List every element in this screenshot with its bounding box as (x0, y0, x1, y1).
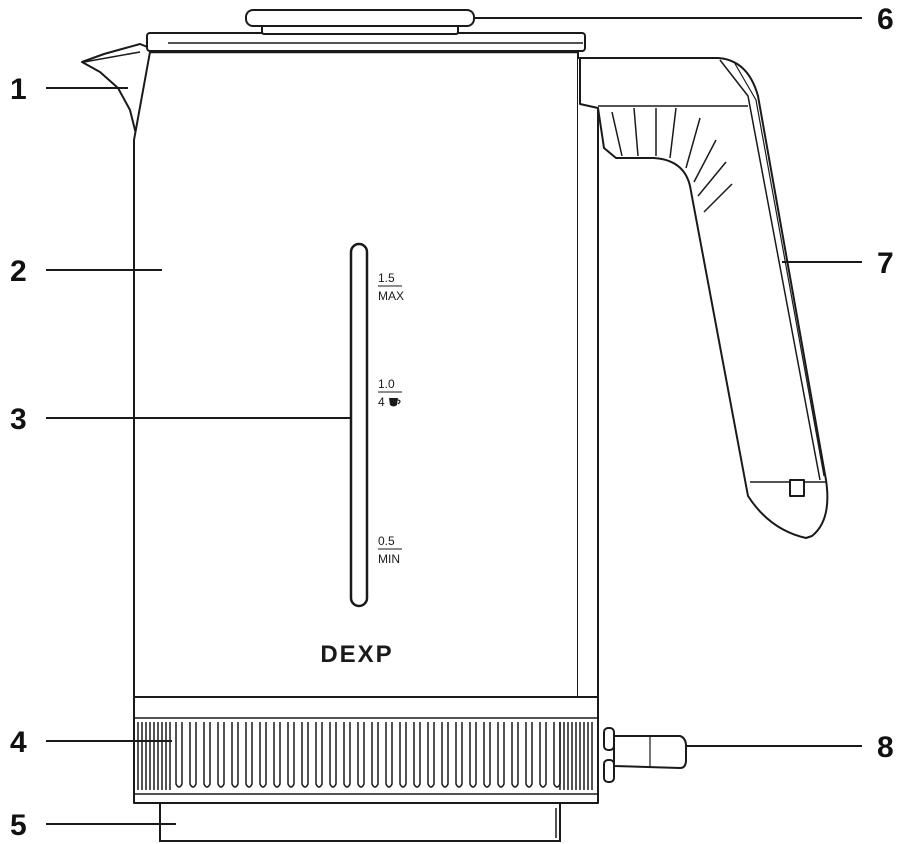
brand-logo: DEXP (320, 641, 393, 668)
callout-4: 4 (10, 726, 27, 759)
vent-slot (273, 722, 281, 788)
vent-slot (483, 722, 491, 788)
vent-slot (217, 722, 225, 788)
callout-8: 8 (877, 731, 894, 764)
vent-slot (497, 722, 505, 788)
callout-numbers: 1 2 3 4 5 6 7 8 (10, 3, 894, 842)
scale-mid-label: 4 (378, 395, 385, 409)
handle (577, 57, 829, 801)
power-base (159, 802, 561, 842)
vent-slot (357, 722, 365, 788)
lid-button (245, 9, 475, 27)
kettle-body (81, 43, 579, 698)
base-ring (133, 696, 599, 804)
handle-outer (579, 57, 829, 539)
callout-1: 1 (10, 73, 27, 106)
callout-5: 5 (10, 809, 27, 842)
vent-slot (259, 722, 267, 788)
vent-slot (539, 722, 547, 788)
vent-slot (385, 722, 393, 788)
vent-slot (203, 722, 211, 788)
scale-max-label: MAX (378, 289, 404, 303)
vent-slot (441, 722, 449, 788)
vent-grille (137, 722, 593, 790)
callout-2: 2 (10, 255, 27, 288)
water-scale: 1.5 MAX 1.0 4 0.5 MIN (378, 271, 404, 566)
callout-7: 7 (877, 247, 894, 280)
vent-slot (525, 722, 533, 788)
callout-3: 3 (10, 403, 27, 436)
vent-slot (427, 722, 435, 788)
scale-min-value: 0.5 (378, 534, 395, 548)
vent-slot (301, 722, 309, 788)
vent-slot (315, 722, 323, 788)
water-level-window (349, 242, 369, 608)
vent-slot (245, 722, 253, 788)
callout-6: 6 (877, 3, 894, 36)
cup-icon (389, 398, 401, 407)
power-switch (603, 727, 687, 783)
lid (146, 9, 586, 52)
vent-slot (399, 722, 407, 788)
vent-slot (371, 722, 379, 788)
vent-slot (189, 722, 197, 788)
vent-slot (329, 722, 337, 788)
vent-slot (175, 722, 183, 788)
vent-slot (511, 722, 519, 788)
vent-slot (455, 722, 463, 788)
vent-slot (231, 722, 239, 788)
scale-max-value: 1.5 (378, 271, 395, 285)
scale-mid-value: 1.0 (378, 377, 395, 391)
vent-slot (343, 722, 351, 788)
vent-slot (413, 722, 421, 788)
vent-slot (469, 722, 477, 788)
vent-slot (287, 722, 295, 788)
scale-min-label: MIN (378, 552, 400, 566)
leader-lines (46, 17, 862, 825)
